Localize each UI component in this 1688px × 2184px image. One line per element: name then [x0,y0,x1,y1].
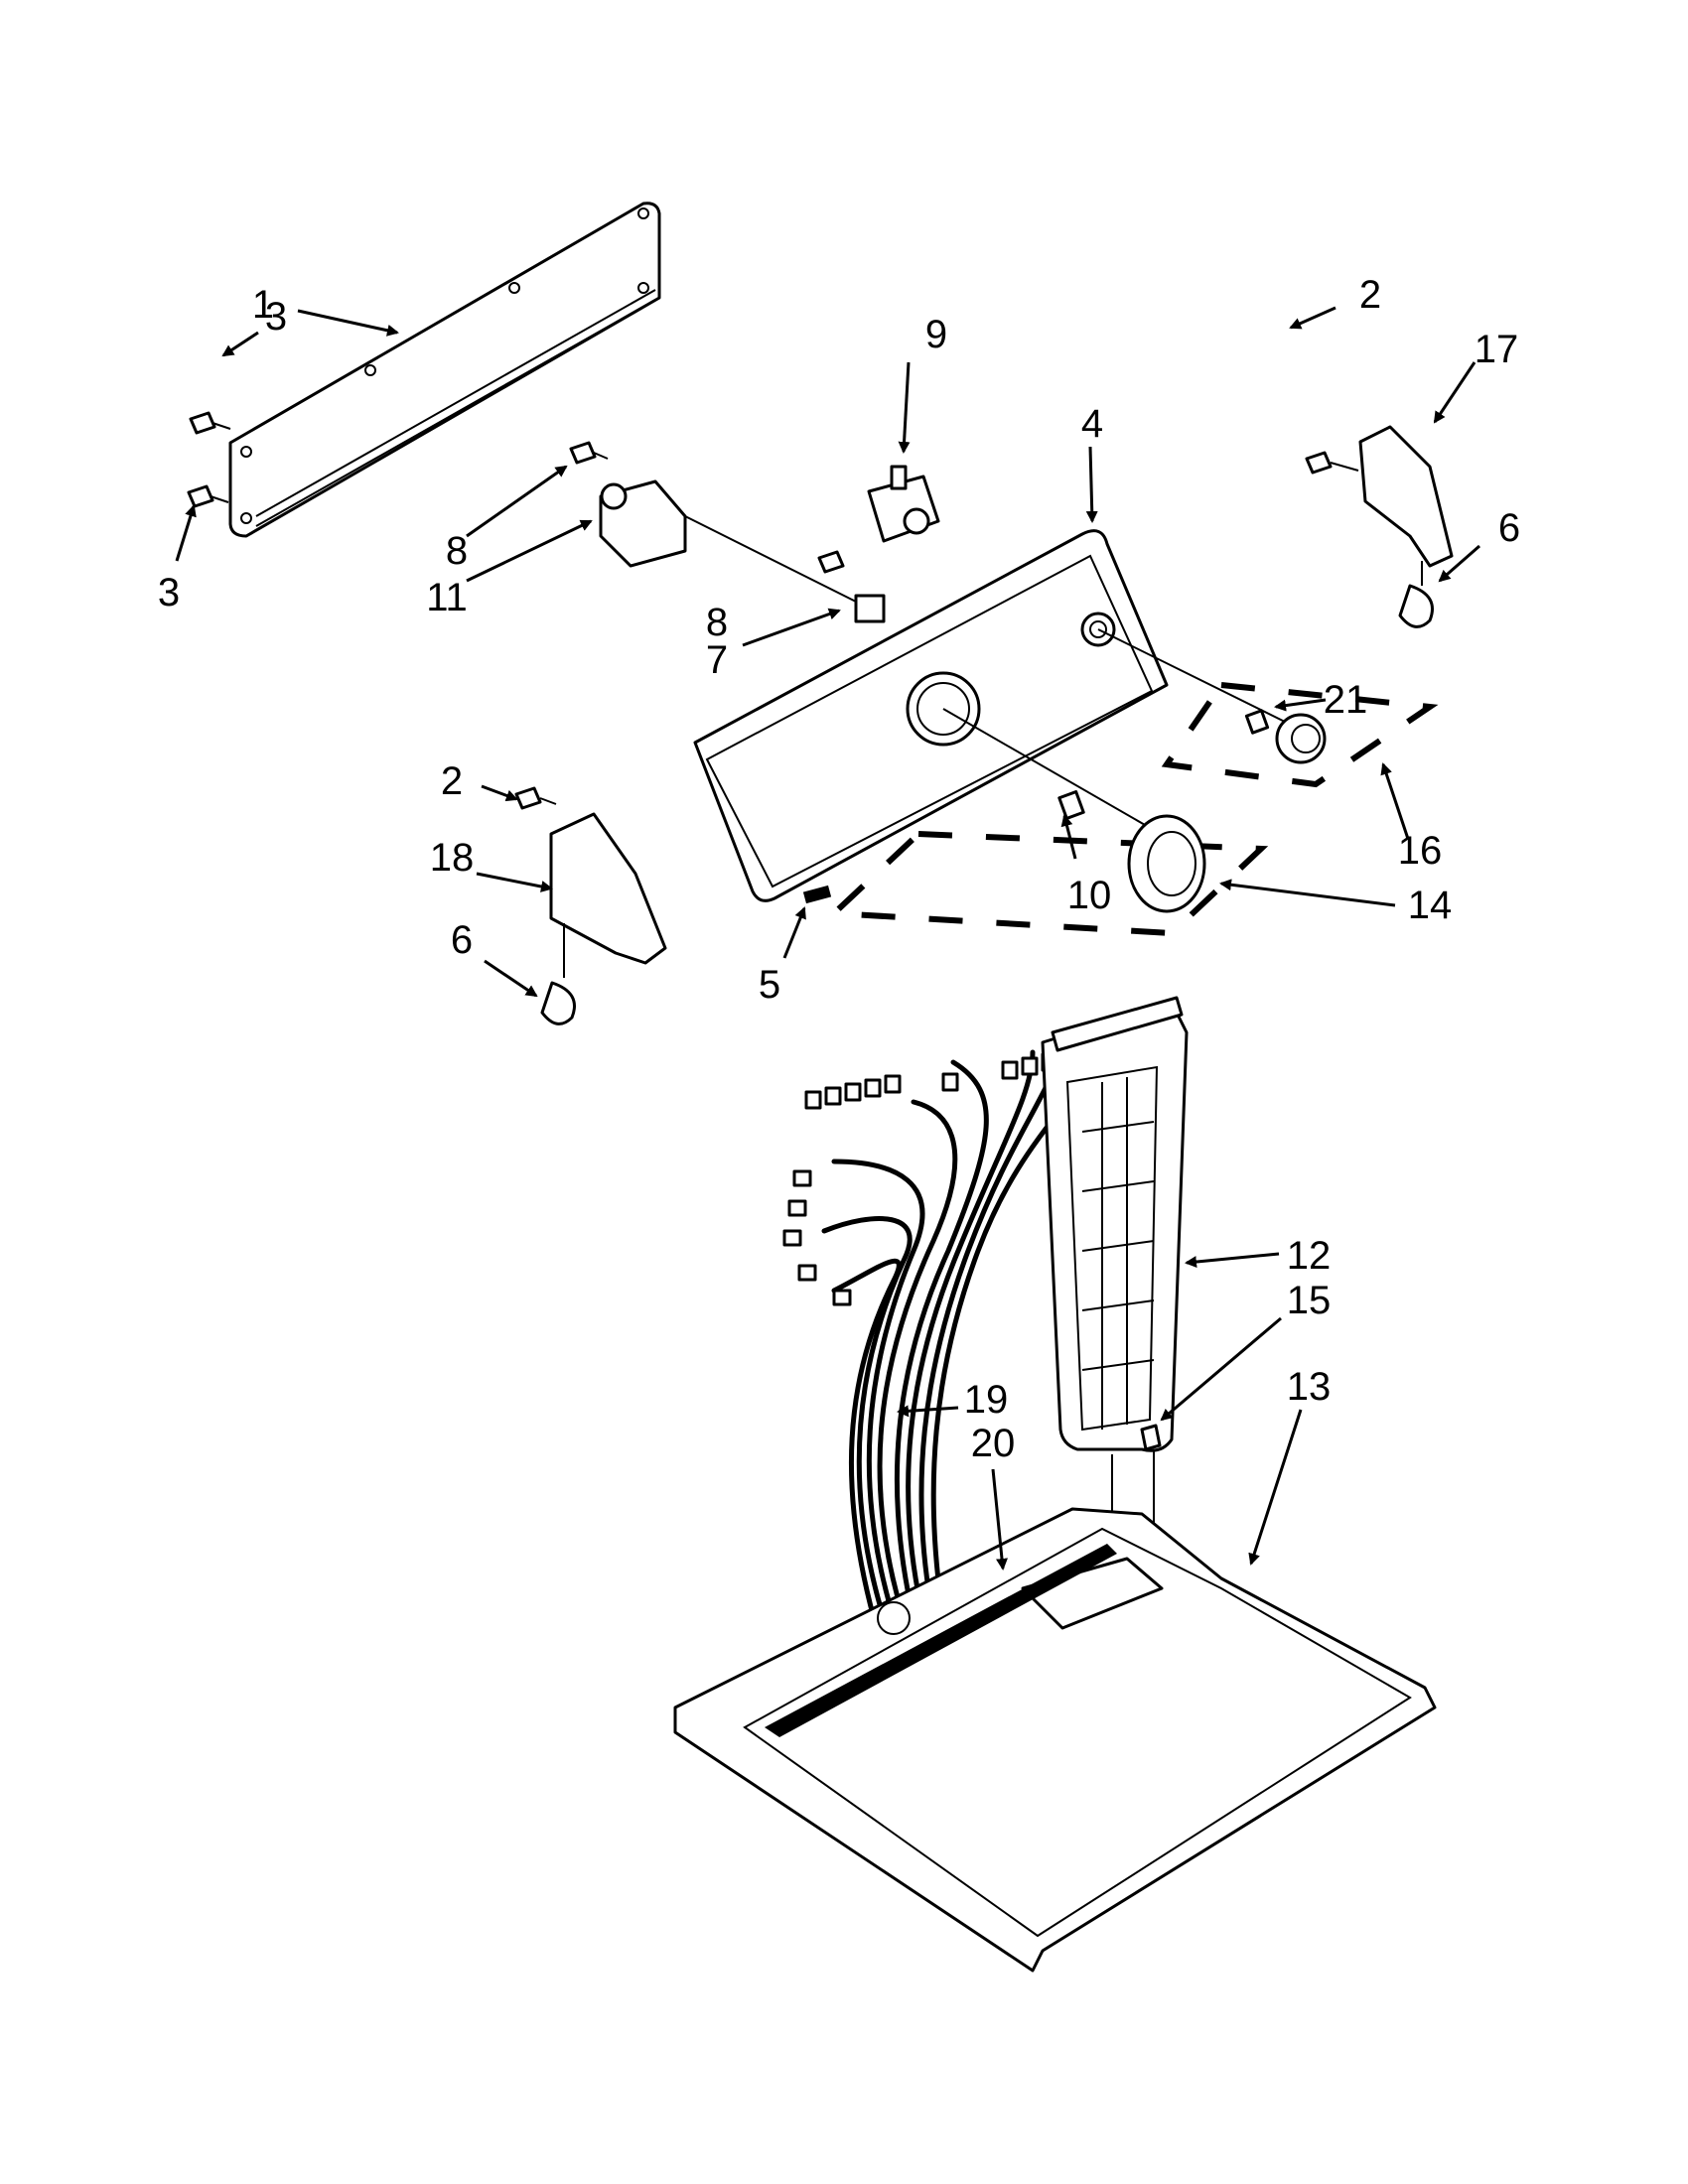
callout-10: 10 [1067,874,1112,917]
leader-arrows [175,306,1480,1570]
callout-13: 13 [1287,1365,1332,1409]
callout-16: 16 [1398,829,1443,873]
callout-2-left: 2 [441,759,463,803]
callout-19: 19 [964,1378,1009,1422]
callout-15: 15 [1287,1279,1332,1322]
end-cap-right [1358,425,1454,586]
rear-console-panel [228,202,661,538]
callout-5: 5 [759,963,780,1007]
clip-6-right [1398,584,1434,628]
callout-3-lower: 3 [158,571,180,614]
nameplate-badge [802,885,832,904]
callout-7: 7 [706,638,728,682]
top-cover [673,1507,1437,1973]
callout-6-left: 6 [451,918,473,962]
callout-20: 20 [971,1422,1016,1465]
callout-6-right: 6 [1498,506,1520,550]
screw-3-upper [189,411,231,435]
callout-3-upper: 3 [265,295,287,339]
callout-17: 17 [1475,328,1519,371]
screw-2-left [514,786,557,810]
callout-labels: 1 2 2 3 3 4 5 6 6 7 8 8 9 10 11 12 13 14… [158,273,1520,1465]
screw-3-lower [187,484,229,508]
selector-knob-assembly [1161,681,1439,788]
callout-21: 21 [1324,678,1368,722]
screw-2-right [1305,451,1359,475]
callout-2-right: 2 [1359,273,1381,317]
callout-8-upper: 8 [446,529,468,573]
callout-1: 1 [252,283,274,327]
callout-4: 4 [1081,402,1103,446]
screw-8-upper [569,441,609,465]
push-button-switch [867,465,940,543]
clip-6-left [540,981,576,1025]
callout-14: 14 [1408,884,1453,927]
screw-8-lower [817,550,845,574]
console-panel [693,529,1292,902]
end-cap-left [549,812,667,978]
lint-screen [1041,996,1189,1452]
callout-9: 9 [925,313,947,356]
callout-8-lower: 8 [706,601,728,644]
callout-12: 12 [1287,1234,1332,1278]
timer-knob-assembly [826,790,1269,937]
callout-18: 18 [430,836,475,880]
small-switch [854,594,886,623]
timer-switch [599,479,865,607]
callout-11: 11 [426,576,468,619]
